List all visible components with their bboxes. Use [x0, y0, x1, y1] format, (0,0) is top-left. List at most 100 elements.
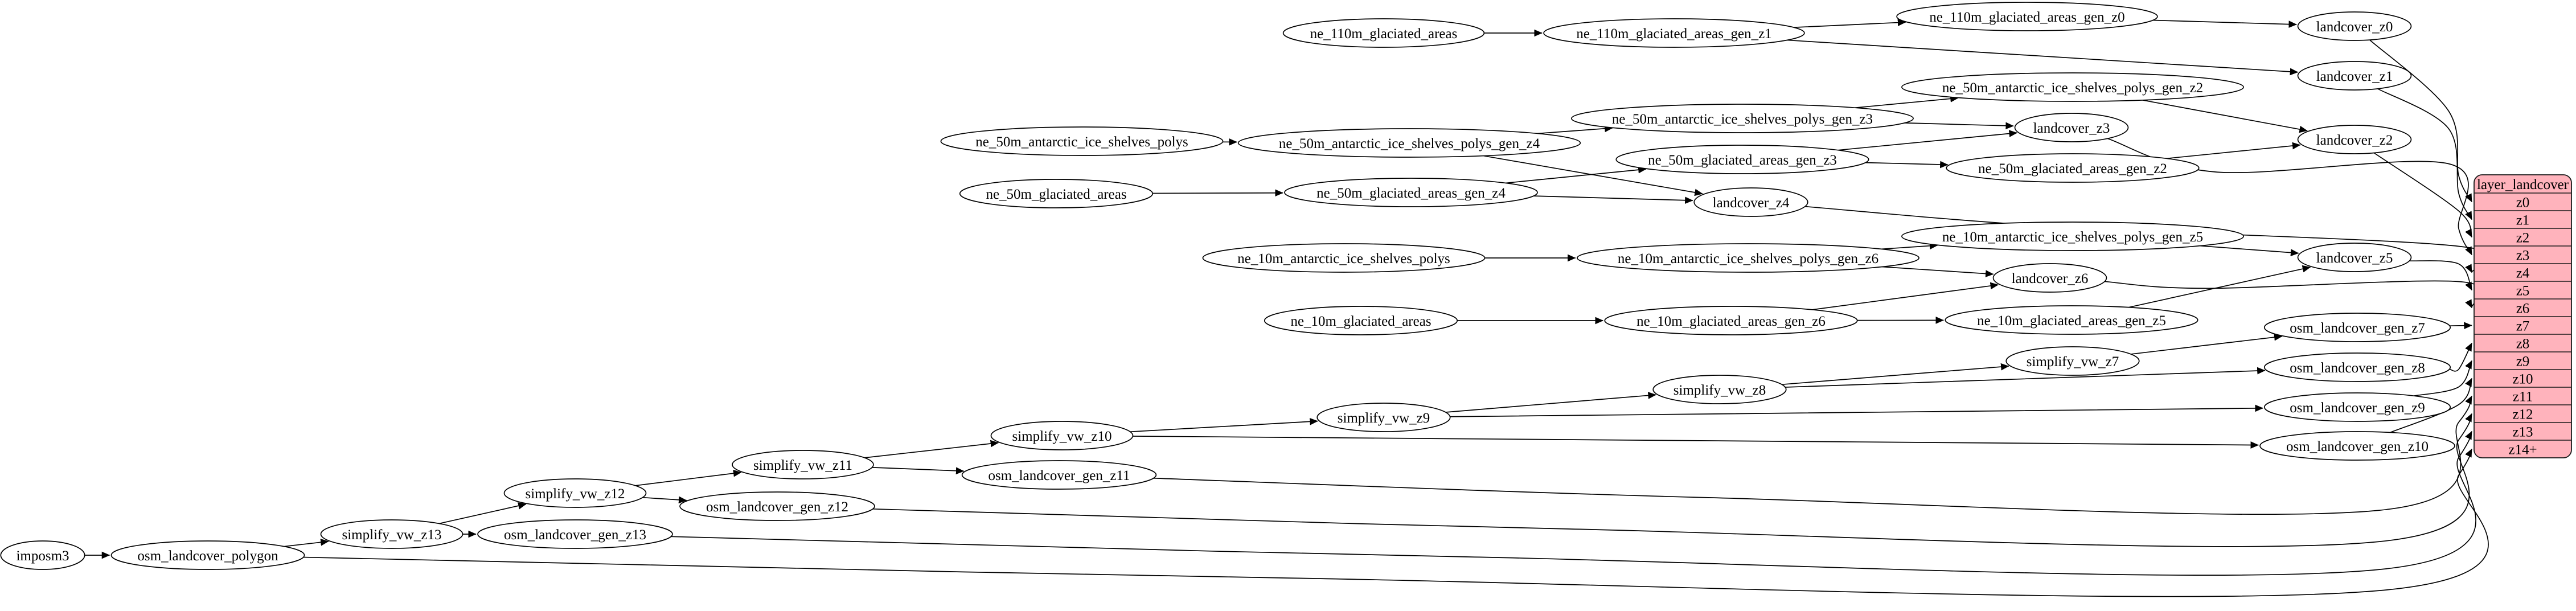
edges-layer	[84, 19, 2493, 597]
node-ellipse	[2263, 392, 2451, 422]
node-osm_landcover_gen_z13: osm_landcover_gen_z13	[477, 519, 673, 549]
edge-simplify_vw_z12-to-osm_landcover_gen_z12	[642, 496, 687, 504]
node-label: ne_110m_glaciated_areas_gen_z0	[1929, 10, 2124, 25]
node-ne_50m_antarctic_ice_shelves_polys: ne_50m_antarctic_ice_shelves_polys	[940, 126, 1224, 156]
node-ellipse	[1237, 128, 1581, 158]
node-ellipse	[1284, 178, 1538, 207]
node-label: ne_50m_antarctic_ice_shelves_polys_gen_z…	[1279, 136, 1540, 151]
edge-simplify_vw_z12-to-simplify_vw_z11	[635, 469, 742, 486]
table-row-z4: z4	[2516, 266, 2530, 281]
node-ellipse	[1264, 306, 1458, 335]
node-label: simplify_vw_z12	[526, 486, 625, 502]
node-ellipse	[959, 179, 1154, 208]
edge-simplify_vw_z9-to-simplify_vw_z8	[1445, 392, 1656, 413]
node-ne_10m_antarctic_ice_shelves_polys: ne_10m_antarctic_ice_shelves_polys	[1202, 243, 1486, 273]
node-ellipse	[320, 519, 463, 549]
table-row-z7: z7	[2516, 319, 2530, 334]
node-label: ne_110m_glaciated_areas	[1310, 26, 1458, 42]
node-ellipse	[2297, 11, 2412, 41]
edge-ne_50m_glaciated_areas_gen_z4-to-ne_50m_glaciated_areas_gen_z3	[1506, 166, 1647, 184]
node-ne_50m_antarctic_ice_shelves_polys_gen_z2: ne_50m_antarctic_ice_shelves_polys_gen_z…	[1901, 72, 2244, 102]
node-ellipse	[1571, 104, 1914, 133]
table-row-z1: z1	[2516, 213, 2530, 228]
node-label: ne_110m_glaciated_areas_gen_z1	[1576, 26, 1771, 42]
node-ellipse	[2005, 346, 2140, 376]
node-osm_landcover_gen_z11: osm_landcover_gen_z11	[961, 460, 1157, 490]
node-ellipse	[1316, 403, 1451, 432]
node-label: osm_landcover_gen_z11	[988, 468, 1130, 483]
node-landcover_z6: landcover_z6	[1992, 263, 2107, 293]
table-row-z0: z0	[2516, 195, 2530, 211]
node-label: landcover_z0	[2316, 19, 2393, 35]
node-landcover_z4: landcover_z4	[1693, 187, 1808, 217]
edge-simplify_vw_z11-to-simplify_vw_z10	[864, 440, 999, 458]
node-ne_110m_glaciated_areas_gen_z0: ne_110m_glaciated_areas_gen_z0	[1896, 2, 2158, 31]
node-label: osm_landcover_gen_z10	[2286, 439, 2429, 454]
edge-landcover_z6-to-row-z6	[2105, 280, 2483, 309]
node-label: ne_10m_glaciated_areas_gen_z6	[1636, 314, 1826, 329]
node-label: ne_50m_antarctic_ice_shelves_polys_gen_z…	[1612, 112, 1873, 127]
edge-ne_10m_glaciated_areas_gen_z6-to-landcover_z6	[1812, 282, 1999, 310]
node-ellipse	[1946, 153, 2200, 183]
node-label: ne_50m_glaciated_areas_gen_z4	[1316, 186, 1506, 201]
node-ne_50m_glaciated_areas: ne_50m_glaciated_areas	[959, 179, 1154, 208]
node-label: landcover_z4	[1713, 195, 1790, 211]
node-label: landcover_z6	[2012, 271, 2089, 286]
edge-ne_10m_glaciated_areas_gen_z5-to-landcover_z5	[2128, 265, 2311, 308]
edge-ne_10m_antarctic_ice_shelves_polys_gen_z6-to-ne_10m_antarctic_ice_shelves_polys_gen_z5	[1881, 242, 1938, 250]
node-label: osm_landcover_gen_z12	[706, 499, 848, 515]
table-row-z6: z6	[2516, 301, 2530, 317]
node-landcover_z5: landcover_z5	[2297, 243, 2412, 272]
node-ellipse	[503, 478, 647, 508]
edge-osm_landcover_polygon-to-row-z14+	[303, 448, 2489, 597]
edge-osm_landcover_gen_z8-to-row-z8	[2449, 342, 2472, 372]
node-simplify_vw_z7: simplify_vw_z7	[2005, 346, 2140, 376]
node-label: ne_10m_antarctic_ice_shelves_polys	[1237, 251, 1450, 266]
node-label: simplify_vw_z13	[342, 527, 442, 543]
edge-landcover_z0-to-row-z0	[2369, 39, 2472, 203]
node-ellipse	[1652, 375, 1787, 404]
node-simplify_vw_z10: simplify_vw_z10	[990, 421, 1134, 450]
node-simplify_vw_z11: simplify_vw_z11	[732, 450, 874, 479]
node-ellipse	[2297, 125, 2412, 154]
table-row-z5: z5	[2516, 284, 2530, 299]
node-osm_landcover_gen_z7: osm_landcover_gen_z7	[2263, 313, 2451, 342]
node-label: ne_10m_glaciated_areas_gen_z5	[1977, 313, 2166, 329]
node-landcover_z2: landcover_z2	[2297, 125, 2412, 154]
node-label: landcover_z2	[2316, 133, 2393, 148]
node-osm_landcover_gen_z9: osm_landcover_gen_z9	[2263, 392, 2451, 422]
node-label: osm_landcover_gen_z8	[2290, 360, 2425, 376]
node-label: ne_50m_glaciated_areas_gen_z2	[1978, 161, 2167, 177]
node-ellipse	[2297, 243, 2412, 272]
edge-ne_50m_antarctic_ice_shelves_polys_gen_z4-to-landcover_z4	[1483, 155, 1703, 196]
edge-ne_110m_glaciated_areas_gen_z1-to-landcover_z1	[1787, 39, 2299, 76]
node-label: ne_50m_glaciated_areas_gen_z3	[1648, 153, 1837, 168]
table-row-z13: z13	[2512, 425, 2533, 440]
node-ne_50m_antarctic_ice_shelves_polys_gen_z3: ne_50m_antarctic_ice_shelves_polys_gen_z…	[1571, 104, 1914, 133]
edge-osm_landcover_gen_z13-to-row-z13	[671, 430, 2476, 576]
node-ne_50m_glaciated_areas_gen_z2: ne_50m_glaciated_areas_gen_z2	[1946, 153, 2200, 183]
node-osm_landcover_gen_z12: osm_landcover_gen_z12	[679, 491, 875, 521]
edge-simplify_vw_z10-to-osm_landcover_gen_z10	[1133, 436, 2259, 449]
edge-ne_10m_antarctic_ice_shelves_polys_gen_z6-to-landcover_z6	[1882, 266, 1994, 277]
node-ne_10m_glaciated_areas_gen_z6: ne_10m_glaciated_areas_gen_z6	[1604, 306, 1858, 335]
node-ellipse	[1202, 243, 1486, 273]
edge-ne_110m_glaciated_areas_gen_z1-to-ne_110m_glaciated_areas_gen_z0	[1794, 19, 1906, 28]
table-row-z2: z2	[2516, 231, 2530, 246]
node-ellipse	[2297, 61, 2412, 91]
node-ellipse	[990, 421, 1134, 450]
node-ne_110m_glaciated_areas: ne_110m_glaciated_areas	[1282, 18, 1485, 48]
node-label: ne_50m_antarctic_ice_shelves_polys	[975, 134, 1188, 150]
edge-osm_landcover_gen_z11-to-row-z11	[1153, 395, 2472, 515]
edge-simplify_vw_z9-to-osm_landcover_gen_z9	[1450, 404, 2263, 417]
node-imposm3: imposm3	[0, 540, 85, 570]
node-label: simplify_vw_z11	[753, 458, 852, 473]
node-label: ne_50m_glaciated_areas	[986, 187, 1126, 202]
node-landcover_z1: landcover_z1	[2297, 61, 2412, 91]
node-ellipse	[110, 540, 305, 570]
edge-osm_landcover_gen_z10-to-row-z10	[2390, 378, 2472, 433]
edge-landcover_z2-to-row-z2	[2373, 152, 2472, 238]
node-ellipse	[732, 450, 874, 479]
